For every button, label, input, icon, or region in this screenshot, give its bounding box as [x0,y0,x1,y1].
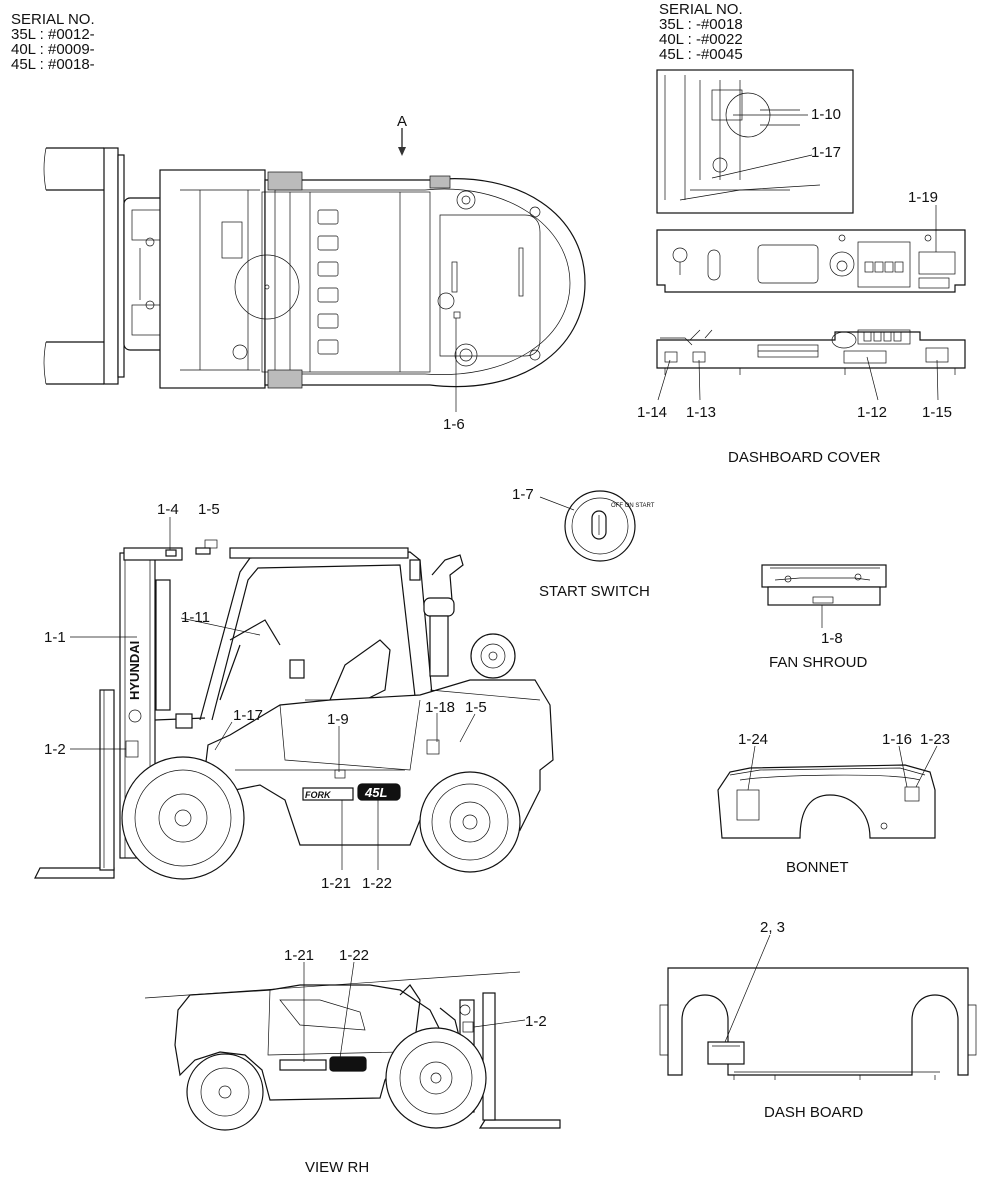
serial-right-line-2: 40L : -#0022 [659,31,743,48]
fan-shroud-part [761,564,887,606]
label-1-17-top: 1-17 [811,144,841,161]
serial-right-line-3: 45L : -#0045 [659,46,743,63]
label-1-2-rh: 1-2 [525,1013,547,1030]
start-switch-part: OFF ON START [564,490,655,562]
label-1-5-right: 1-5 [465,699,487,716]
decal-1-18-marker [426,739,440,755]
decal-1-4-marker [204,539,218,549]
label-1-4: 1-4 [157,501,179,518]
label-1-1: 1-1 [44,629,66,646]
fan-shroud-title: FAN SHROUD [769,654,868,671]
bonnet-title: BONNET [786,859,849,876]
view-rh-forklift [144,971,561,1131]
dashboard-cover-bottom [656,329,966,375]
dashboard-cover-title: DASHBOARD COVER [728,449,881,466]
start-switch-title: START SWITCH [539,583,650,600]
label-1-23: 1-23 [920,731,950,748]
view-rh-title: VIEW RH [305,1159,369,1176]
label-1-22-rh: 1-22 [339,947,369,964]
mast-brand-decal: HYUNDAI [127,641,142,700]
label-1-22-side: 1-22 [362,875,392,892]
label-1-2-side: 1-2 [44,741,66,758]
label-1-16: 1-16 [882,731,912,748]
dash-board-title: DASH BOARD [764,1104,863,1121]
svg-text:OFF ON START: OFF ON START [611,503,655,509]
label-1-9: 1-9 [327,711,349,728]
label-1-15: 1-15 [922,404,952,421]
label-1-21-side: 1-21 [321,875,351,892]
serial-left-line-3: 45L : #0018- [11,56,95,73]
serial-right-line-1: 35L : -#0018 [659,16,743,33]
serial-left-block: SERIAL NO. 35L : #0012- 40L : #0009- 45L… [11,12,95,72]
label-1-17-side: 1-17 [233,707,263,724]
serial-left-line-2: 40L : #0009- [11,41,95,58]
label-1-14: 1-14 [637,404,667,421]
dash-board-part [659,967,977,1080]
serial-left-line-1: 35L : #0012- [11,26,95,43]
serial-left-title: SERIAL NO. [11,11,95,28]
label-2-3: 2, 3 [760,919,785,936]
label-1-24: 1-24 [738,731,768,748]
label-1-18: 1-18 [425,699,455,716]
dashboard-detail-box [656,69,854,214]
label-1-19: 1-19 [908,189,938,206]
label-1-21-rh: 1-21 [284,947,314,964]
serial-right-block: SERIAL NO. 35L : -#0018 40L : -#0022 45L… [659,2,743,62]
view-a-label: A [397,113,407,130]
label-1-8: 1-8 [821,630,843,647]
label-1-10: 1-10 [811,106,841,123]
label-1-6: 1-6 [443,416,465,433]
model-badge-decal: 45L [364,785,387,800]
decal-1-6-marker [453,311,461,319]
top-view-forklift [43,128,586,389]
side-view-forklift: HYUNDAI FORK 45L [34,539,554,880]
label-1-11: 1-11 [181,609,210,626]
label-1-5-left: 1-5 [198,501,220,518]
decal-1-9-marker [334,769,346,779]
dashboard-cover-top [656,229,966,293]
serial-right-title: SERIAL NO. [659,1,743,18]
label-1-12: 1-12 [857,404,887,421]
label-1-13: 1-13 [686,404,716,421]
label-1-7: 1-7 [512,486,534,503]
side-badge-decal: FORK [305,790,332,800]
